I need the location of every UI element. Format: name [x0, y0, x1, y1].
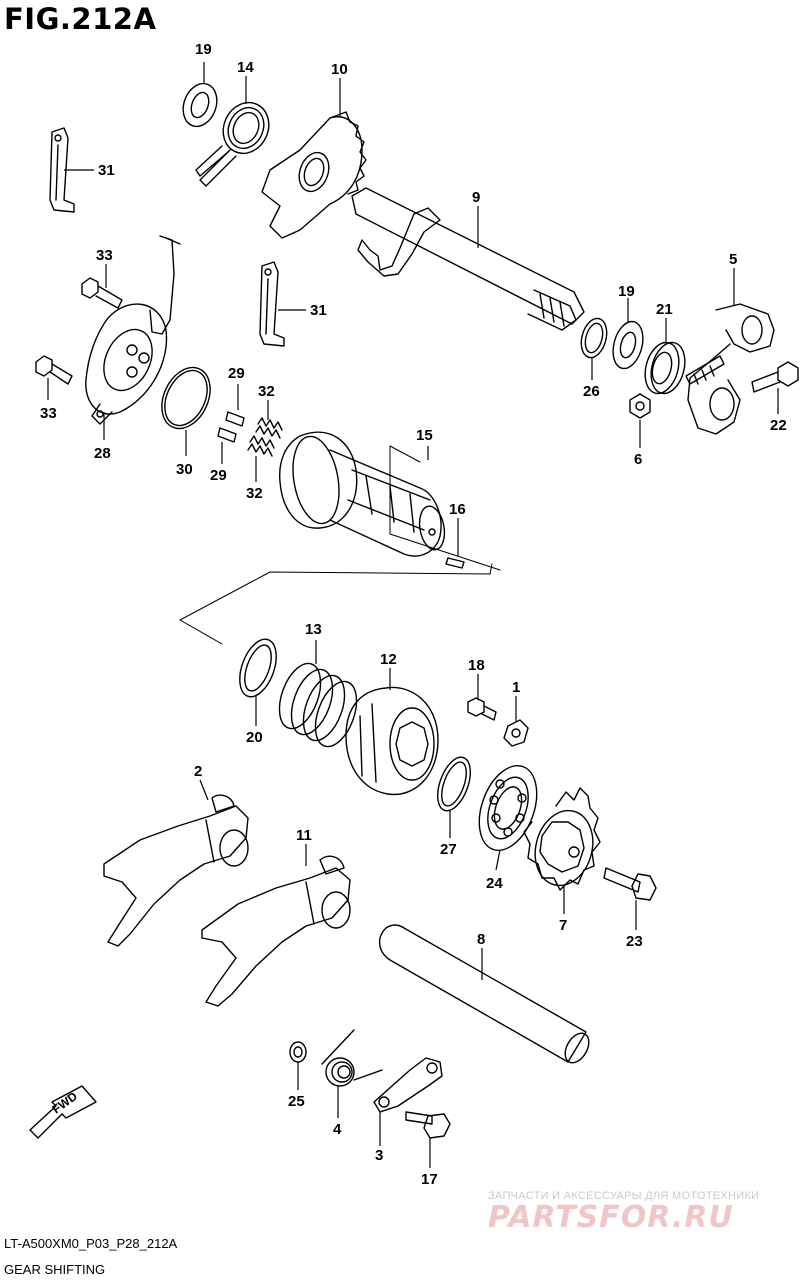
part-33-bolt-left	[35, 355, 73, 385]
callout-18: 18	[468, 657, 485, 674]
part-19-washer-top	[182, 82, 218, 128]
callout-5: 5	[729, 251, 737, 268]
callout-1: 1	[512, 679, 520, 696]
part-1-nut	[503, 719, 529, 747]
part-7-gear	[523, 787, 601, 891]
part-3-stopper-arm	[373, 1057, 443, 1113]
part-20-washer	[239, 638, 277, 698]
figure-code: LT-A500XM0_P03_P28_212A	[4, 1236, 178, 1251]
part-13-spring	[278, 662, 358, 748]
figure-title: FIG.212A	[4, 2, 157, 36]
leader-lines	[47, 62, 779, 1168]
part-9-shift-shaft	[351, 187, 585, 331]
callout-24: 24	[486, 875, 503, 892]
part-33-bolt-top	[81, 277, 123, 309]
part-19-washer-right	[612, 320, 644, 370]
part-15-cam-drum	[279, 431, 446, 557]
part-25-washer	[289, 1041, 307, 1063]
part-29-pin-upper	[225, 411, 245, 427]
part-4-spring	[321, 1029, 383, 1087]
part-27-circlip	[437, 756, 471, 812]
callout-20: 20	[246, 729, 263, 746]
part-14-spring	[195, 101, 270, 187]
callout-33-top: 33	[96, 247, 113, 264]
part-6-nut	[629, 393, 651, 419]
callout-21: 21	[656, 301, 673, 318]
callout-32-lower: 32	[246, 485, 263, 502]
callout-4: 4	[333, 1121, 342, 1138]
callout-2: 2	[194, 763, 202, 780]
part-5-link-bracket	[685, 303, 775, 435]
part-31-clip-middle	[259, 261, 285, 347]
part-32-spring-upper	[255, 417, 283, 439]
part-12-cam-plate	[345, 686, 439, 796]
callout-6: 6	[634, 451, 642, 468]
assembly-bracket-frame	[179, 445, 501, 645]
callout-23: 23	[626, 933, 643, 950]
part-21-oil-seal	[644, 341, 686, 395]
callout-27: 27	[440, 841, 457, 858]
part-10-shift-sector	[261, 111, 367, 239]
callout-10: 10	[331, 61, 348, 78]
part-32-spring-lower	[247, 435, 275, 457]
part-22-bolt	[751, 361, 799, 393]
part-17-bolt	[405, 1111, 451, 1139]
figure-name: GEAR SHIFTING	[4, 1262, 106, 1277]
callout-labels: 19 14 10 31 9 33 31 5 19 21 28 33 26 22 …	[40, 41, 787, 1188]
callout-16: 16	[449, 501, 466, 518]
callout-17: 17	[421, 1171, 438, 1188]
callout-9: 9	[472, 189, 480, 206]
callout-29-upper: 29	[228, 365, 245, 382]
part-31-clip-upper	[49, 127, 75, 213]
part-28-cover	[85, 235, 181, 425]
watermark-logo: PARTSFOR.RU	[488, 1200, 734, 1235]
callout-13: 13	[305, 621, 322, 638]
callout-8: 8	[477, 931, 485, 948]
watermark-tagline: ЗАПЧАСТИ И АКСЕССУАРЫ ДЛЯ МОТОТЕХНИКИ	[488, 1190, 760, 1202]
part-16-pin	[445, 557, 465, 569]
part-23-bolt	[603, 867, 657, 901]
callout-14: 14	[237, 59, 254, 76]
callout-12: 12	[380, 651, 397, 668]
callout-28: 28	[94, 445, 111, 462]
callout-32-upper: 32	[258, 383, 275, 400]
callout-31-middle: 31	[310, 302, 327, 319]
part-24-bearing	[478, 765, 538, 851]
callout-11: 11	[296, 827, 312, 844]
callout-3: 3	[375, 1147, 383, 1164]
callout-26: 26	[583, 383, 600, 400]
part-11-shift-fork	[201, 855, 351, 1007]
callout-15: 15	[416, 427, 433, 444]
callout-19-right: 19	[618, 283, 635, 300]
callout-29-lower: 29	[210, 467, 227, 484]
part-2-shift-fork	[103, 794, 249, 947]
callout-25: 25	[288, 1093, 305, 1110]
callout-30: 30	[176, 461, 193, 478]
callout-33-left: 33	[40, 405, 57, 422]
part-29-pin-lower	[217, 427, 237, 443]
callout-19-top: 19	[195, 41, 212, 58]
callout-22: 22	[770, 417, 787, 434]
callout-7: 7	[559, 917, 567, 934]
callout-31-upper: 31	[98, 162, 115, 179]
part-30-o-ring	[161, 366, 211, 430]
part-18-bolt	[467, 697, 497, 721]
part-8-fork-shaft	[379, 924, 590, 1064]
fwd-arrow-icon: FWD	[29, 1085, 97, 1139]
part-26-circlip	[580, 317, 608, 359]
